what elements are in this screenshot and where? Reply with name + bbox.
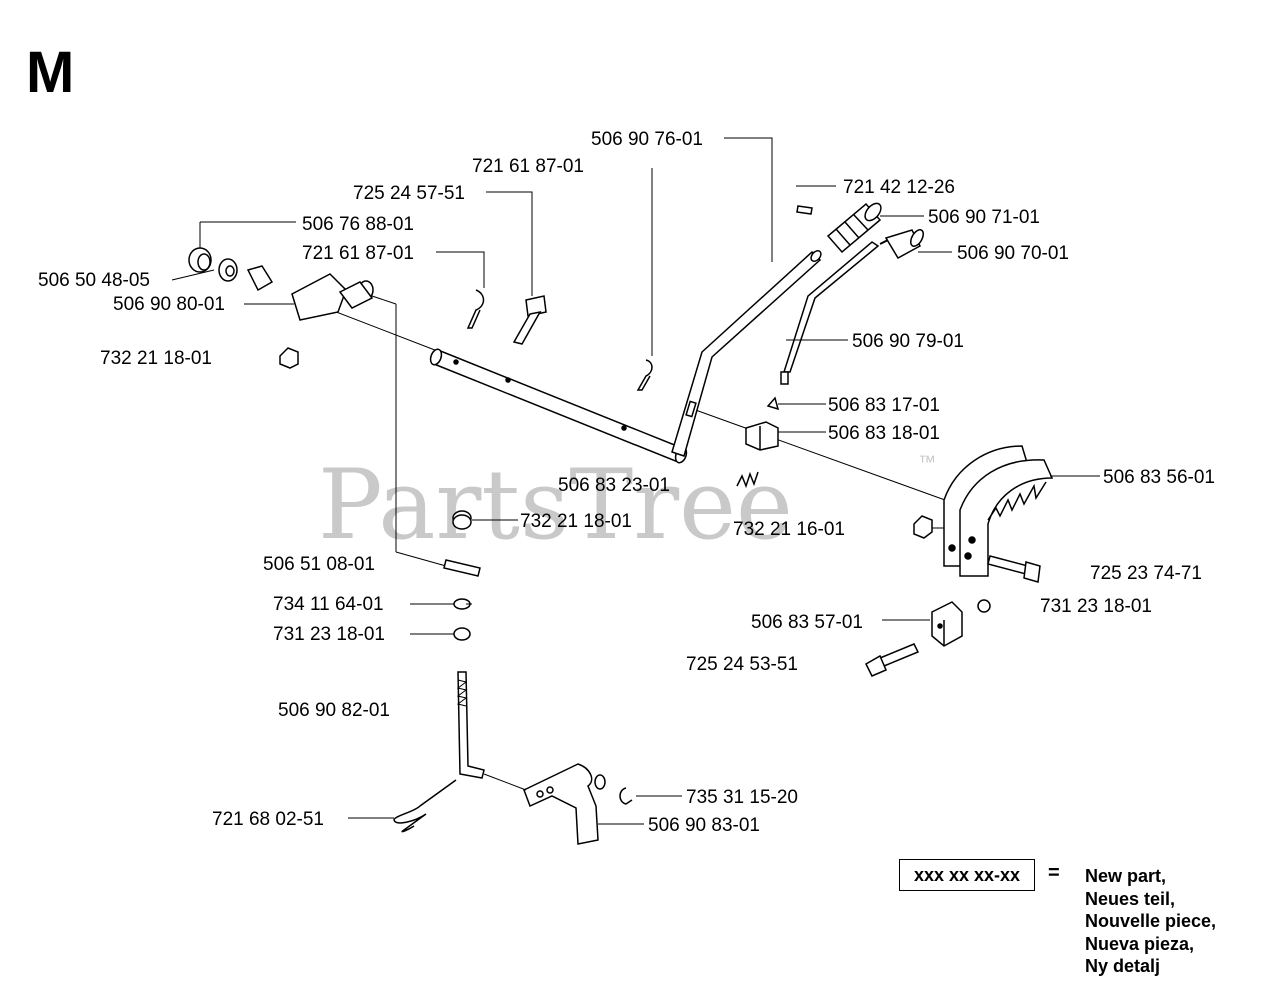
clamp-nut xyxy=(977,599,991,613)
part-number-label: 721 61 87-01 xyxy=(472,156,584,177)
small-wedge-nut xyxy=(766,396,780,411)
part-number-label: 506 90 71-01 xyxy=(928,207,1040,228)
link-nut xyxy=(453,627,471,641)
release-knob xyxy=(879,229,924,260)
part-number-label: 731 23 18-01 xyxy=(273,624,385,645)
latch-spring xyxy=(736,471,759,489)
grip-pin xyxy=(796,205,813,215)
part-number-label: 721 68 02-51 xyxy=(212,809,324,830)
part-number-label: 731 23 18-01 xyxy=(1040,596,1152,617)
clamp-block xyxy=(931,601,963,647)
pivot-bushing xyxy=(246,265,274,292)
release-rod xyxy=(780,241,880,385)
sector-nut xyxy=(913,515,933,539)
legend-line: Nueva pieza, xyxy=(1085,933,1195,954)
e-clip xyxy=(619,787,633,805)
link-rod xyxy=(456,671,485,779)
quadrant-sector xyxy=(943,445,1054,577)
part-number-label: 506 90 80-01 xyxy=(113,294,225,315)
handle-lever xyxy=(671,249,822,457)
part-number-label: 725 23 74-71 xyxy=(1090,563,1202,584)
latch-block xyxy=(745,421,779,451)
part-number-label: 506 90 82-01 xyxy=(278,700,390,721)
pivot-washer-506-76-88 xyxy=(188,247,212,273)
legend-text: New part, Neues teil, Nouvelle piece, Nu… xyxy=(1085,865,1216,978)
part-number-label: 725 24 53-51 xyxy=(686,654,798,675)
part-number-label: 732 21 18-01 xyxy=(520,511,632,532)
pivot-bracket xyxy=(291,273,374,321)
leader-lines xyxy=(171,137,1100,825)
part-number-label: 732 21 16-01 xyxy=(733,519,845,540)
part-number-label: 735 31 15-20 xyxy=(686,787,798,808)
part-number-label: 506 51 08-01 xyxy=(263,554,375,575)
pivot-washer-506-50-48 xyxy=(218,258,238,282)
part-number-label: 506 83 17-01 xyxy=(828,395,940,416)
cotter-pin-left xyxy=(466,289,485,329)
watermark-trademark: ™ xyxy=(918,452,936,472)
part-number-label: 732 21 18-01 xyxy=(100,348,212,369)
legend-line: Neues teil, xyxy=(1085,888,1176,909)
sector-bolt xyxy=(987,555,1041,583)
legend-line: New part, xyxy=(1085,866,1167,886)
pivot-nut xyxy=(279,347,299,369)
link-guide-line-pin xyxy=(395,551,447,567)
legend-line: Ny detalj xyxy=(1085,956,1161,976)
watermark-brand: PartsTree xyxy=(318,449,793,561)
part-number-label: 506 90 79-01 xyxy=(852,331,964,352)
link-guide-line xyxy=(371,295,397,305)
part-number-label: 734 11 64-01 xyxy=(273,594,384,615)
part-number-label: 506 83 23-01 xyxy=(558,475,670,496)
grip xyxy=(826,202,882,254)
part-number-label: 506 90 70-01 xyxy=(957,243,1069,264)
part-number-label: 725 24 57-51 xyxy=(353,183,465,204)
bottom-lever xyxy=(483,763,606,845)
clamp-bolt xyxy=(865,643,920,677)
axis-line-right xyxy=(689,407,946,501)
main-shaft xyxy=(429,348,688,464)
part-number-label: 506 50 48-05 xyxy=(38,270,150,291)
part-number-label: 506 83 56-01 xyxy=(1103,467,1215,488)
link-pin xyxy=(443,559,481,577)
legend-line: Nouvelle piece, xyxy=(1085,911,1217,931)
hair-pin xyxy=(393,779,457,833)
section-letter: M xyxy=(26,40,75,105)
part-number-label: 506 83 57-01 xyxy=(751,612,863,633)
legend-equals: = xyxy=(1048,862,1060,884)
cotter-pin-right xyxy=(636,359,653,391)
part-number-label: 506 83 18-01 xyxy=(828,423,940,444)
center-nut xyxy=(452,510,472,530)
shaft-bolt xyxy=(512,295,547,345)
part-number-label: 506 76 88-01 xyxy=(302,214,414,235)
part-number-label: 721 42 12-26 xyxy=(843,177,955,198)
legend-code-box: xxx xx xx-xx xyxy=(899,859,1035,891)
part-number-label: 506 90 83-01 xyxy=(648,815,760,836)
part-number-label: 506 90 76-01 xyxy=(591,129,703,150)
part-number-label: 721 61 87-01 xyxy=(302,243,414,264)
